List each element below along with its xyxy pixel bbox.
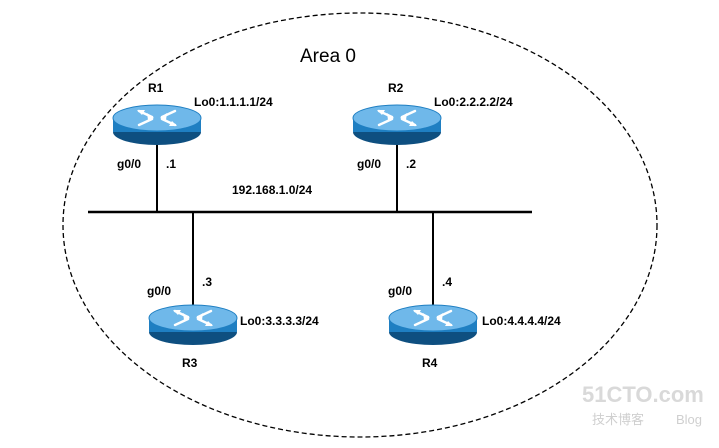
router-r1-interface: g0/0 — [117, 157, 141, 171]
router-r1-loopback: Lo0:1.1.1.1/24 — [194, 95, 273, 109]
router-r4-host: .4 — [442, 275, 452, 289]
router-r3-interface: g0/0 — [147, 284, 171, 298]
router-icon — [111, 103, 203, 147]
router-r4-interface: g0/0 — [388, 284, 412, 298]
router-r2[interactable] — [351, 103, 443, 147]
network-label: 192.168.1.0/24 — [232, 183, 312, 197]
area-label: Area 0 — [300, 46, 356, 67]
router-icon — [351, 103, 443, 147]
router-icon — [147, 303, 239, 347]
watermark-blog: Blog — [676, 412, 702, 427]
router-r3[interactable] — [147, 303, 239, 347]
router-r3-host: .3 — [202, 275, 212, 289]
router-r4[interactable] — [387, 303, 479, 347]
router-r4-loopback: Lo0:4.4.4.4/24 — [482, 314, 561, 328]
router-r1[interactable] — [111, 103, 203, 147]
router-r2-interface: g0/0 — [357, 157, 381, 171]
router-r2-loopback: Lo0:2.2.2.2/24 — [434, 95, 513, 109]
router-r3-name: R3 — [182, 356, 198, 370]
router-r1-host: .1 — [166, 157, 176, 171]
router-icon — [387, 303, 479, 347]
router-r1-name: R1 — [148, 81, 164, 95]
router-r2-name: R2 — [388, 81, 404, 95]
router-r2-host: .2 — [406, 157, 416, 171]
router-r4-name: R4 — [422, 356, 438, 370]
watermark-cn: 技术博客 — [592, 412, 644, 427]
watermark-site: 51CTO.com — [582, 382, 704, 407]
area-boundary — [62, 12, 658, 438]
router-r3-loopback: Lo0:3.3.3.3/24 — [240, 314, 319, 328]
watermark: 51CTO.com 技术博客 Blog — [582, 382, 704, 427]
